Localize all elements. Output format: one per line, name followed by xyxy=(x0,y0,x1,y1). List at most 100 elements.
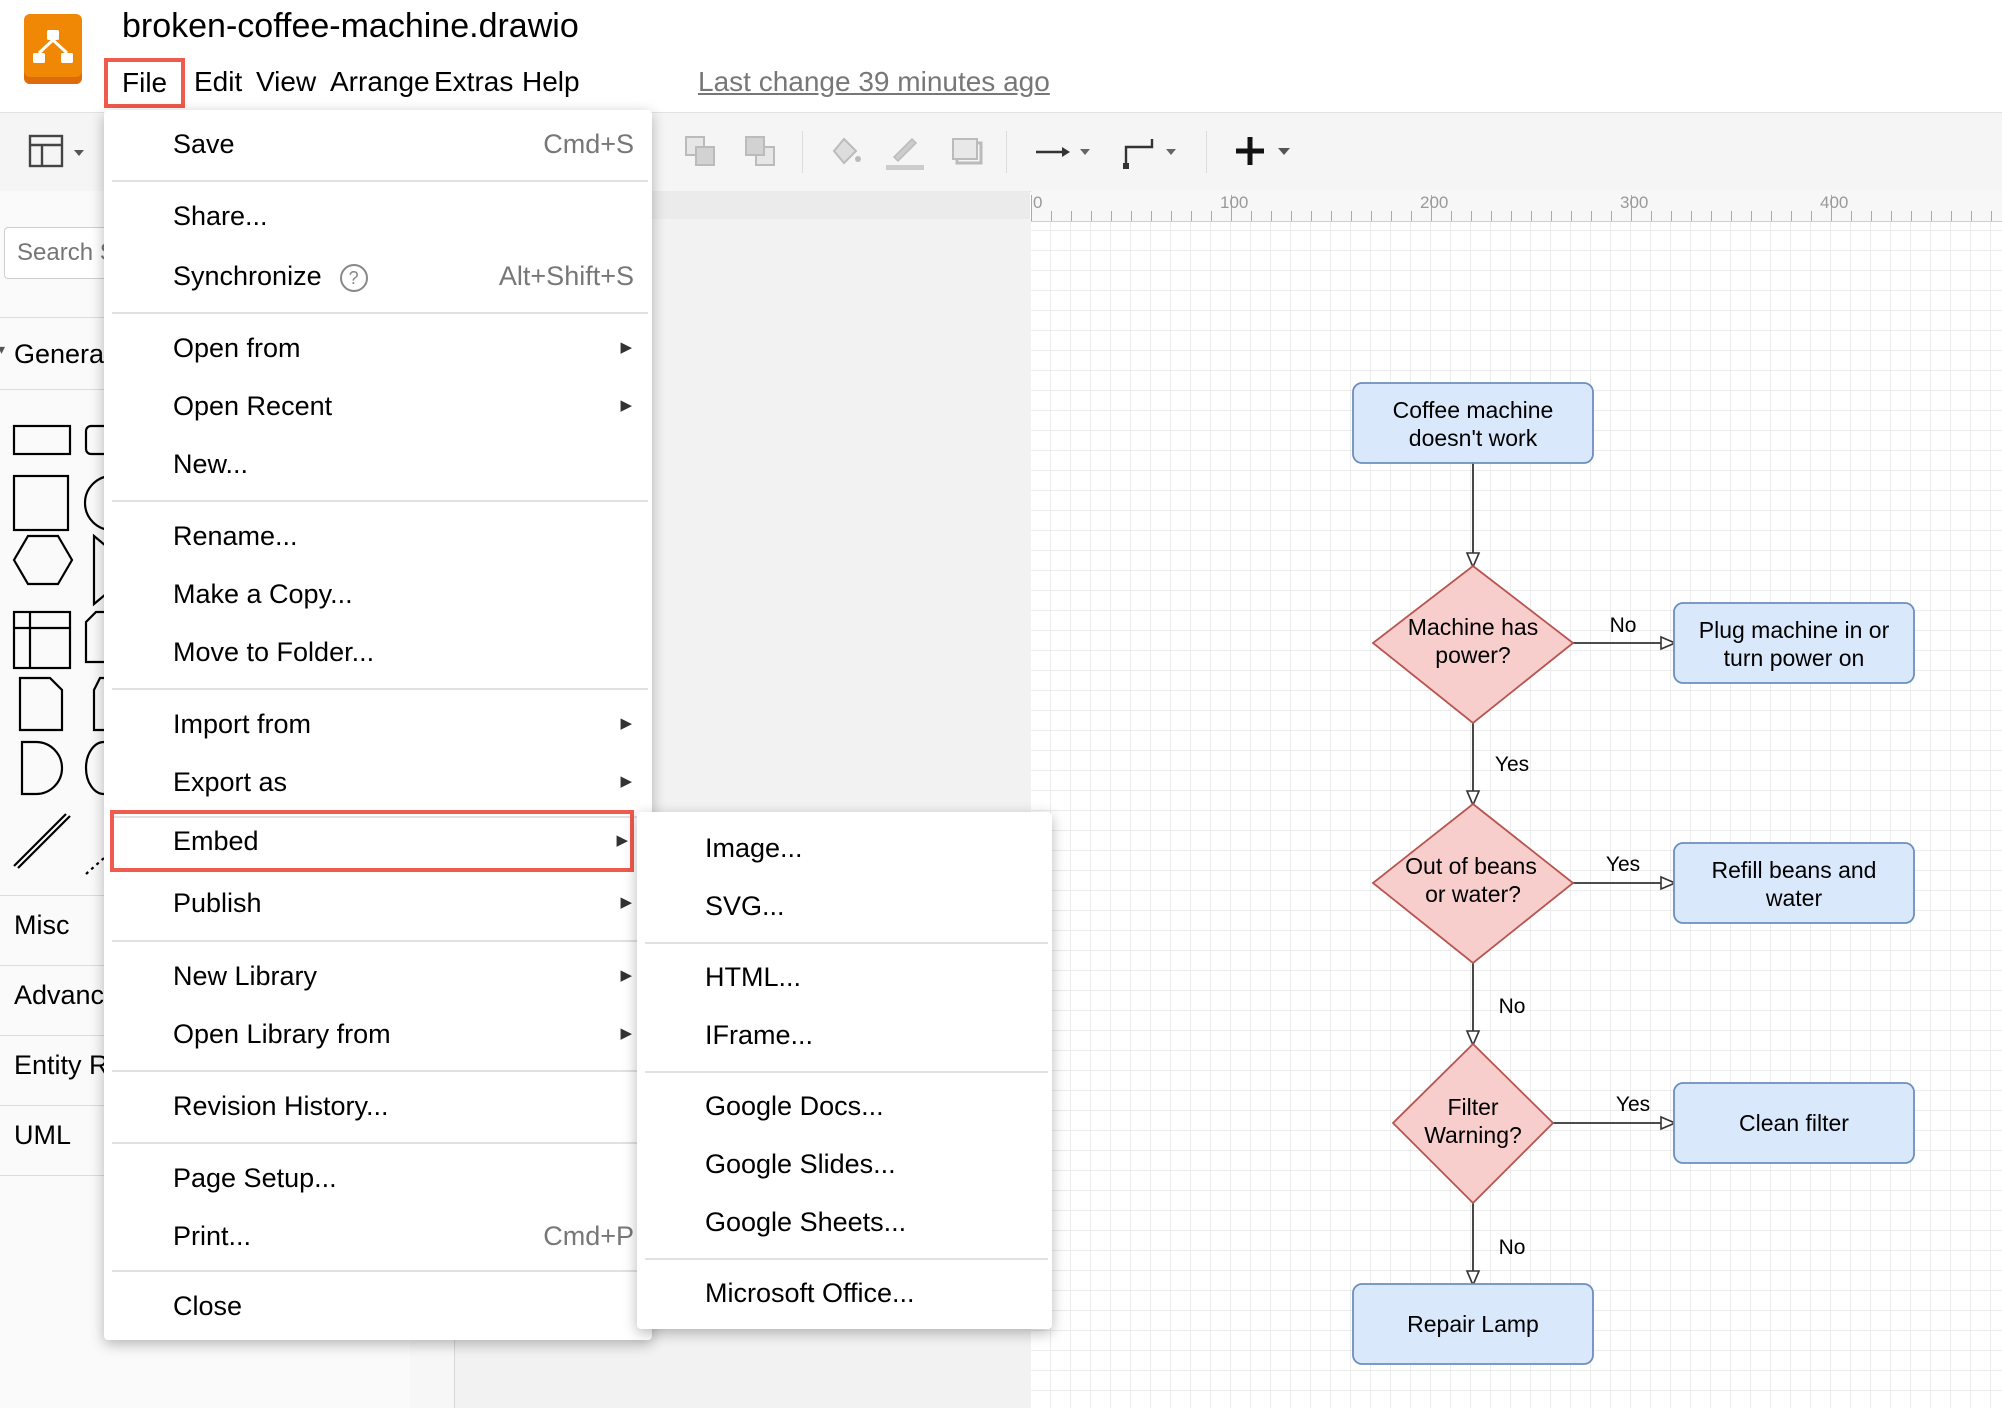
edge-label-beans-yes: Yes xyxy=(1606,853,1640,876)
shape-square xyxy=(12,474,70,532)
to-front-icon[interactable] xyxy=(682,133,720,171)
node-filter-warning-line2: Warning? xyxy=(1424,1122,1522,1148)
menu-item-open-from[interactable]: Open from ▶ xyxy=(104,320,652,376)
menu-item-page-setup[interactable]: Page Setup... xyxy=(104,1150,652,1206)
menu-item-label: Move to Folder... xyxy=(173,637,375,667)
menu-view[interactable]: View xyxy=(256,66,317,97)
menu-item-print[interactable]: Print... Cmd+P xyxy=(104,1208,652,1264)
fill-color-icon[interactable] xyxy=(826,133,864,171)
submenu-item-google-docs[interactable]: Google Docs... xyxy=(637,1078,1052,1134)
document-title[interactable]: broken-coffee-machine.drawio xyxy=(122,7,579,45)
menu-item-label: Revision History... xyxy=(173,1091,389,1121)
menu-help[interactable]: Help xyxy=(522,66,580,97)
menu-item-label: Embed xyxy=(173,826,259,856)
help-icon[interactable]: ? xyxy=(339,263,368,292)
shape-rectangle xyxy=(12,424,72,456)
diagram-canvas[interactable]: 0 100 200 300 400 No Yes Yes No Yes No xyxy=(1031,191,2002,1408)
shape-delay xyxy=(20,740,64,796)
toolbar-divider xyxy=(1206,131,1207,173)
menu-edit[interactable]: Edit xyxy=(194,66,243,97)
menu-separator xyxy=(112,1070,648,1072)
node-filter-warning xyxy=(1391,1042,1555,1205)
menu-separator xyxy=(112,1270,648,1272)
node-has-power-line2: power? xyxy=(1435,642,1510,668)
submenu-item-iframe[interactable]: IFrame... xyxy=(637,1007,1052,1063)
menu-item-import-from[interactable]: Import from ▶ xyxy=(104,696,652,752)
waypoints-icon[interactable] xyxy=(1120,133,1186,171)
menu-item-label: Open Library from xyxy=(173,1019,391,1049)
menu-item-move-to-folder[interactable]: Move to Folder... xyxy=(104,624,652,680)
menu-item-shortcut: Cmd+P xyxy=(543,1221,634,1251)
submenu-item-html[interactable]: HTML... xyxy=(637,949,1052,1005)
node-refill-beans-line2: water xyxy=(1765,885,1823,911)
menu-item-label: Make a Copy... xyxy=(173,579,353,609)
menu-arrange[interactable]: Arrange xyxy=(330,66,430,97)
edge-label-power-yes: Yes xyxy=(1495,753,1529,776)
node-clean-filter-label: Clean filter xyxy=(1739,1110,1849,1136)
menu-item-open-recent[interactable]: Open Recent ▶ xyxy=(104,378,652,434)
menu-item-synchronize[interactable]: Synchronize? Alt+Shift+S xyxy=(104,248,652,304)
node-has-power-line1: Machine has xyxy=(1408,614,1538,640)
submenu-arrow-icon: ▶ xyxy=(620,894,632,911)
menu-item-label: Close xyxy=(173,1291,243,1321)
menu-item-open-library-from[interactable]: Open Library from ▶ xyxy=(104,1006,652,1062)
submenu-item-label: Google Docs... xyxy=(705,1091,884,1121)
to-back-icon[interactable] xyxy=(742,133,780,171)
flowchart-diagram: No Yes Yes No Yes No Coffee machine does… xyxy=(1352,382,1915,1365)
menu-item-revision-history[interactable]: Revision History... xyxy=(104,1078,652,1134)
menu-item-label: Publish xyxy=(173,888,262,918)
sidebar-category-misc[interactable]: Misc xyxy=(14,910,70,940)
menu-item-save[interactable]: Save Cmd+S xyxy=(104,116,652,172)
menu-item-label: New Library xyxy=(173,961,318,991)
submenu-arrow-icon: ▶ xyxy=(620,339,632,356)
menu-item-embed[interactable]: Embed ▶ xyxy=(104,813,652,869)
toolbar-divider xyxy=(1006,131,1007,173)
format-panel-icon[interactable] xyxy=(28,133,96,171)
menu-item-label: Synchronize xyxy=(173,261,322,291)
ruler-label: 100 xyxy=(1220,193,1249,212)
node-refill-beans xyxy=(1673,842,1915,924)
menu-item-new-library[interactable]: New Library ▶ xyxy=(104,948,652,1004)
menu-separator xyxy=(112,1142,648,1144)
ruler-label: 300 xyxy=(1620,193,1649,212)
connection-style-icon[interactable] xyxy=(1034,133,1100,171)
menu-item-rename[interactable]: Rename... xyxy=(104,508,652,564)
node-start-line2: doesn't work xyxy=(1409,425,1538,451)
menu-item-new[interactable]: New... xyxy=(104,436,652,492)
line-color-icon[interactable] xyxy=(884,133,926,171)
menu-item-close[interactable]: Close xyxy=(104,1278,652,1334)
submenu-item-google-slides[interactable]: Google Slides... xyxy=(637,1136,1052,1192)
menu-separator xyxy=(112,180,648,182)
menu-item-make-copy[interactable]: Make a Copy... xyxy=(104,566,652,622)
menu-item-label: Print... xyxy=(173,1221,252,1251)
node-clean-filter xyxy=(1673,1082,1915,1164)
sidebar-category-uml[interactable]: UML xyxy=(14,1120,72,1150)
embed-submenu: Image... SVG... HTML... IFrame... Google… xyxy=(637,812,1052,1329)
app-header: broken-coffee-machine.drawio File Edit V… xyxy=(0,0,2002,112)
submenu-item-svg[interactable]: SVG... xyxy=(637,878,1052,934)
insert-plus-icon[interactable] xyxy=(1234,133,1302,171)
shadow-icon[interactable] xyxy=(948,133,986,171)
menu-item-export-as[interactable]: Export as ▶ xyxy=(104,754,652,810)
submenu-item-google-sheets[interactable]: Google Sheets... xyxy=(637,1194,1052,1250)
submenu-item-image[interactable]: Image... xyxy=(637,820,1052,876)
last-change-link[interactable]: Last change 39 minutes ago xyxy=(698,66,1050,97)
node-refill-beans-line1: Refill beans and xyxy=(1712,857,1877,883)
edge-label-filter-yes: Yes xyxy=(1616,1093,1650,1116)
submenu-item-label: SVG... xyxy=(705,891,785,921)
submenu-item-microsoft-office[interactable]: Microsoft Office... xyxy=(637,1265,1052,1321)
menu-item-publish[interactable]: Publish ▶ xyxy=(104,875,652,931)
ruler-ticks xyxy=(1031,195,1992,221)
menu-file[interactable]: File xyxy=(104,58,186,108)
menu-item-label: Open from xyxy=(173,333,301,363)
submenu-item-label: Google Sheets... xyxy=(705,1207,907,1237)
node-plug-power-line1: Plug machine in or xyxy=(1699,617,1890,643)
node-has-power xyxy=(1371,564,1575,725)
drawio-logo-icon[interactable] xyxy=(24,14,82,84)
menu-item-shortcut: Alt+Shift+S xyxy=(498,261,634,291)
menu-extras[interactable]: Extras xyxy=(434,66,514,97)
node-plug-power xyxy=(1673,602,1915,684)
menu-item-share[interactable]: Share... xyxy=(104,188,652,244)
sidebar-category-general[interactable]: General xyxy=(0,339,110,370)
menu-item-label: Rename... xyxy=(173,521,298,551)
